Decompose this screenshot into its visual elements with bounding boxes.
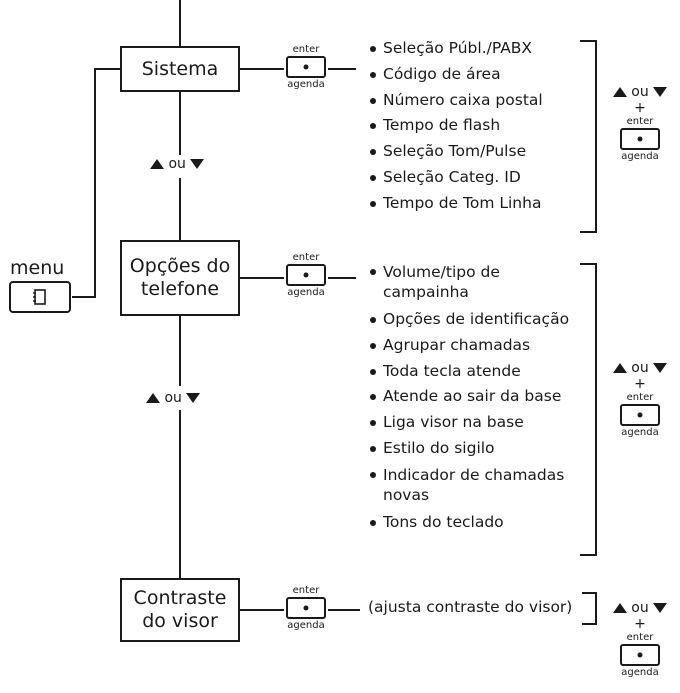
down-triangle-icon (190, 159, 205, 169)
menu-title-line1: Opções do (129, 255, 231, 277)
enter-agenda-key[interactable]: enter agenda (620, 392, 660, 438)
list-item[interactable]: Número caixa postal (370, 88, 585, 114)
nav-ou-enter-group: ou + enter agenda (603, 600, 677, 678)
list-item[interactable]: Seleção Categ. ID (370, 165, 585, 191)
opcoes-telefone-options-list: Volume/tipo de campainha Opções de ident… (370, 259, 585, 536)
up-triangle-icon (150, 159, 164, 169)
menu-label: menu (10, 257, 65, 279)
list-item[interactable]: Código de área (370, 62, 585, 88)
enter-key-button[interactable] (620, 404, 660, 426)
up-triangle-icon (612, 363, 627, 373)
nav-up-down-2: ou (146, 390, 201, 406)
nav-up-down-1: ou (150, 156, 205, 172)
enter-agenda-key[interactable]: enter agenda (286, 252, 326, 298)
list-item[interactable]: Liga visor na base (370, 410, 585, 436)
menu-title-sistema: Sistema (141, 57, 219, 80)
menu-box-opcoes-telefone[interactable]: Opções do telefone (120, 240, 240, 316)
enter-key-button[interactable] (286, 597, 326, 619)
down-triangle-icon (653, 87, 668, 97)
list-item[interactable]: Indicador de chamadas novas (370, 465, 585, 505)
enter-agenda-key[interactable]: enter agenda (620, 116, 660, 162)
list-item[interactable]: Toda tecla atende (370, 359, 585, 385)
menu-button[interactable] (9, 281, 71, 313)
enter-agenda-key[interactable]: enter agenda (620, 632, 660, 678)
contraste-description: (ajusta contraste do visor) (368, 598, 573, 616)
enter-agenda-key[interactable]: enter agenda (286, 44, 326, 90)
phonebook-icon (33, 289, 46, 305)
list-item[interactable]: Opções de identificação (370, 307, 585, 333)
down-triangle-icon (653, 603, 668, 613)
list-item[interactable]: Seleção Públ./PABX (370, 36, 585, 62)
up-triangle-icon (612, 87, 627, 97)
menu-box-sistema[interactable]: Sistema (120, 46, 240, 92)
list-item[interactable]: Seleção Tom/Pulse (370, 139, 585, 165)
sistema-options-list: Seleção Públ./PABX Código de área Número… (370, 36, 585, 217)
enter-agenda-key[interactable]: enter agenda (286, 585, 326, 631)
nav-ou-enter-group: ou + enter agenda (603, 360, 677, 438)
menu-box-contraste-visor[interactable]: Contraste do visor (120, 578, 240, 642)
enter-key-button[interactable] (620, 644, 660, 666)
list-item[interactable]: Atende ao sair da base (370, 384, 585, 410)
enter-key-button[interactable] (620, 128, 660, 150)
up-triangle-icon (146, 393, 160, 403)
menu-title-line2: telefone (140, 278, 220, 300)
nav-ou-enter-group: ou + enter agenda (603, 84, 677, 162)
list-item[interactable]: Tempo de flash (370, 113, 585, 139)
menu-title-line2: do visor (142, 610, 218, 632)
list-item[interactable]: Tempo de Tom Linha (370, 191, 585, 217)
list-item[interactable]: Estilo do sigilo (370, 436, 585, 462)
down-triangle-icon (186, 393, 201, 403)
list-item[interactable]: Tons do teclado (370, 510, 585, 536)
enter-key-button[interactable] (286, 264, 326, 286)
list-item[interactable]: Volume/tipo de campainha (370, 262, 585, 302)
up-triangle-icon (612, 603, 627, 613)
list-item[interactable]: Agrupar chamadas (370, 333, 585, 359)
enter-key-button[interactable] (286, 56, 326, 78)
menu-title-line1: Contraste (133, 587, 227, 609)
down-triangle-icon (653, 363, 668, 373)
